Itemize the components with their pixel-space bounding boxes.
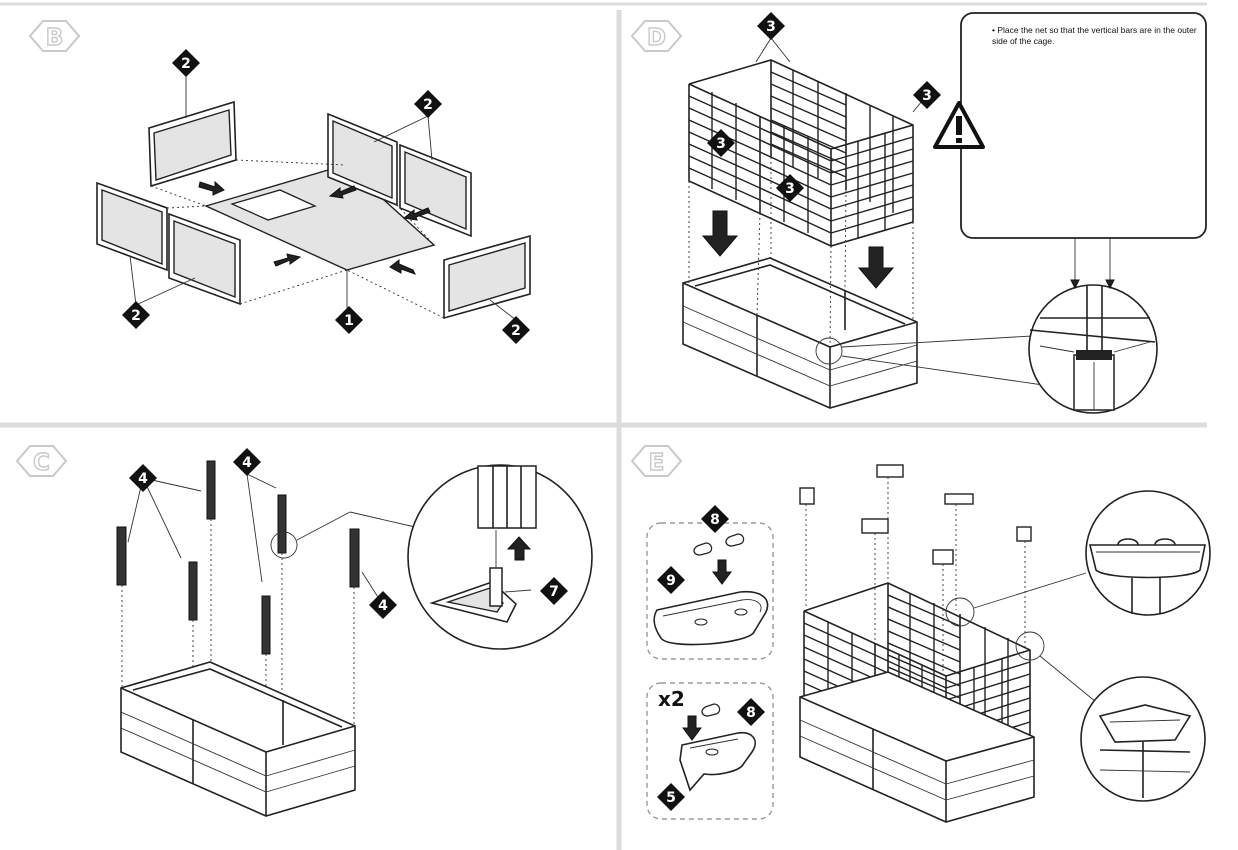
zoom-detail-c xyxy=(407,464,593,650)
zoom-detail-d xyxy=(1028,284,1158,414)
section-letter-b: B xyxy=(46,25,64,51)
note-text: • Place the net so that the vertical bar… xyxy=(992,25,1197,46)
svg-text:2: 2 xyxy=(131,308,141,324)
cage-net xyxy=(688,59,914,247)
planter-box-c xyxy=(120,661,356,817)
quantity-label: x2 xyxy=(658,687,685,711)
section-b-badges: 2 2 2 2 1 xyxy=(122,49,530,344)
svg-text:9: 9 xyxy=(666,573,676,589)
zoom-detail-e-top xyxy=(1085,490,1211,616)
svg-text:2: 2 xyxy=(423,97,433,113)
section-d-illustration xyxy=(682,37,1158,414)
section-c-badges: 4 4 4 7 xyxy=(129,448,568,619)
section-marker-b: B xyxy=(28,20,81,52)
svg-text:4: 4 xyxy=(138,471,148,487)
panel-dividers xyxy=(0,2,1207,850)
svg-text:3: 3 xyxy=(922,88,932,104)
section-b-illustration xyxy=(96,75,531,321)
section-c-illustration xyxy=(116,460,593,817)
corner-cap-part xyxy=(653,533,769,646)
svg-text:7: 7 xyxy=(549,584,559,600)
svg-text:2: 2 xyxy=(181,56,191,72)
svg-text:2: 2 xyxy=(511,323,521,339)
svg-text:3: 3 xyxy=(785,181,795,197)
svg-text:4: 4 xyxy=(242,455,252,471)
svg-text:3: 3 xyxy=(716,136,726,152)
svg-text:5: 5 xyxy=(666,790,676,806)
section-marker-c: C xyxy=(15,445,68,477)
warning-triangle-icon xyxy=(933,101,985,149)
posts xyxy=(116,460,360,655)
section-letter-e: E xyxy=(649,450,665,476)
svg-text:4: 4 xyxy=(378,598,388,614)
base-plate-cutout xyxy=(230,189,317,221)
floating-caps xyxy=(799,464,1032,565)
svg-text:8: 8 xyxy=(710,512,720,528)
section-e-illustration: x2 xyxy=(646,464,1211,823)
zoom-detail-e-bottom xyxy=(1080,676,1206,802)
section-marker-d: D xyxy=(630,20,683,52)
section-letter-c: C xyxy=(33,450,50,476)
assembled-cage xyxy=(799,582,1035,823)
section-marker-e: E xyxy=(630,445,683,477)
section-e-badges: 8 9 8 5 xyxy=(657,505,765,811)
clip-part xyxy=(679,703,756,792)
note-box xyxy=(933,12,1207,239)
svg-text:3: 3 xyxy=(766,19,776,35)
base-plate xyxy=(203,164,436,271)
svg-text:8: 8 xyxy=(746,705,756,721)
section-d-badges: 3 3 3 3 xyxy=(707,12,941,202)
section-letter-d: D xyxy=(647,25,666,51)
svg-text:1: 1 xyxy=(344,313,354,329)
parts-box-5 xyxy=(646,682,774,820)
